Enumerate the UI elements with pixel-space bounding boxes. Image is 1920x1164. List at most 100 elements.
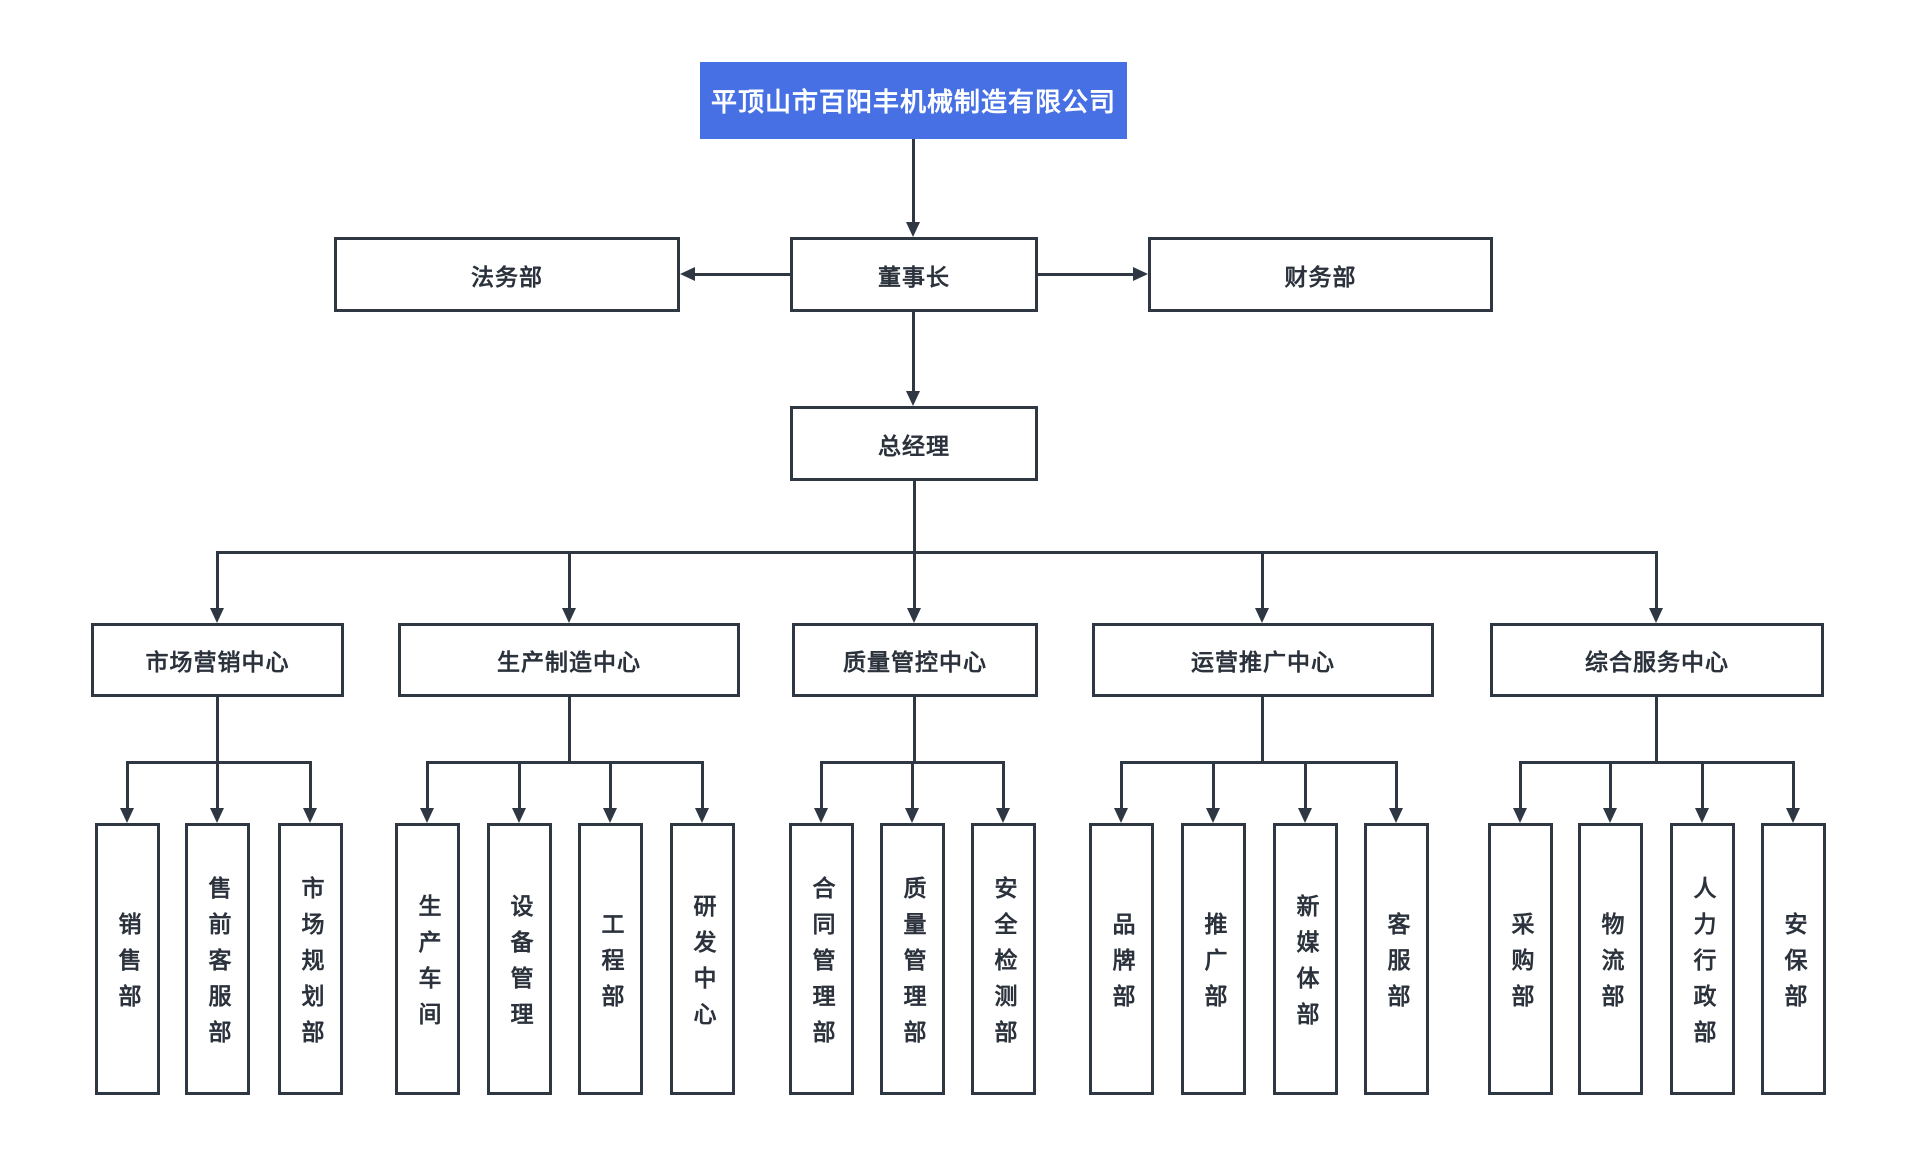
connector-line [1261, 551, 1264, 608]
connector-line [1002, 761, 1005, 808]
connector-line [1212, 761, 1215, 808]
node-center-services: 综合服务中心 [1490, 623, 1824, 697]
connector-line [216, 551, 1658, 554]
arrowhead-icon [907, 608, 921, 623]
connector-line [1655, 551, 1658, 608]
connector-line [568, 551, 571, 608]
node-center-quality: 质量管控中心 [792, 623, 1038, 697]
node-center-production: 生产制造中心 [398, 623, 740, 697]
node-dept-hr-admin: 人力行政部 [1670, 823, 1735, 1095]
arrowhead-icon [1114, 808, 1128, 823]
arrowhead-icon [1786, 808, 1800, 823]
node-dept-customer-service: 客服部 [1364, 823, 1429, 1095]
connector-line [695, 273, 790, 276]
node-finance-dept: 财务部 [1148, 237, 1493, 312]
dept-label: 工程部 [598, 911, 624, 1020]
dept-label: 质量管理部 [900, 875, 926, 1056]
arrowhead-icon [1695, 808, 1709, 823]
arrowhead-icon [1298, 808, 1312, 823]
arrowhead-icon [603, 808, 617, 823]
connector-line [1120, 761, 1123, 808]
arrowhead-icon [906, 222, 920, 237]
arrowhead-icon [814, 808, 828, 823]
node-dept-safety-inspection: 安全检测部 [971, 823, 1036, 1095]
arrowhead-icon [695, 808, 709, 823]
node-dept-sales: 销售部 [95, 823, 160, 1095]
node-dept-brand: 品牌部 [1089, 823, 1154, 1095]
connector-line [912, 312, 915, 391]
dept-label: 安保部 [1781, 911, 1807, 1020]
arrowhead-icon [512, 808, 526, 823]
connector-line [126, 761, 129, 808]
node-dept-new-media: 新媒体部 [1273, 823, 1338, 1095]
connector-line [216, 551, 219, 608]
dept-label: 新媒体部 [1293, 893, 1319, 1038]
node-general-manager: 总经理 [790, 406, 1038, 481]
node-dept-security: 安保部 [1761, 823, 1826, 1095]
dept-label: 设备管理 [507, 893, 533, 1038]
arrowhead-icon [303, 808, 317, 823]
node-legal-dept: 法务部 [334, 237, 680, 312]
arrowhead-icon [1255, 608, 1269, 623]
node-dept-purchasing: 采购部 [1488, 823, 1553, 1095]
dept-label: 安全检测部 [991, 875, 1017, 1056]
dept-label: 市场规划部 [298, 875, 324, 1056]
node-dept-market-planning: 市场规划部 [278, 823, 343, 1095]
node-dept-presales-service: 售前客服部 [185, 823, 250, 1095]
connector-line [913, 551, 916, 608]
connector-line [820, 761, 823, 808]
arrowhead-icon [1133, 267, 1148, 281]
node-chairman: 董事长 [790, 237, 1038, 312]
connector-line [701, 761, 704, 808]
node-dept-production-workshop: 生产车间 [395, 823, 460, 1095]
connector-line [1792, 761, 1795, 808]
dept-label: 采购部 [1508, 911, 1534, 1020]
dept-label: 生产车间 [415, 893, 441, 1038]
connector-line [1261, 697, 1264, 761]
arrowhead-icon [210, 808, 224, 823]
connector-line [216, 761, 219, 808]
node-dept-equipment-mgmt: 设备管理 [487, 823, 552, 1095]
dept-label: 品牌部 [1109, 911, 1135, 1020]
arrowhead-icon [1206, 808, 1220, 823]
connector-line [1519, 761, 1795, 764]
connector-line [1701, 761, 1704, 808]
arrowhead-icon [996, 808, 1010, 823]
connector-line [1038, 273, 1133, 276]
dept-label: 人力行政部 [1690, 875, 1716, 1056]
connector-line [609, 761, 612, 808]
connector-line [1609, 761, 1612, 808]
arrowhead-icon [1603, 808, 1617, 823]
connector-line [426, 761, 429, 808]
node-dept-rnd-center: 研发中心 [670, 823, 735, 1095]
node-dept-engineering: 工程部 [578, 823, 643, 1095]
arrowhead-icon [420, 808, 434, 823]
arrowhead-icon [562, 608, 576, 623]
dept-label: 合同管理部 [809, 875, 835, 1056]
connector-line [913, 697, 916, 761]
dept-label: 销售部 [115, 911, 141, 1020]
arrowhead-icon [680, 267, 695, 281]
dept-label: 研发中心 [690, 893, 716, 1038]
arrowhead-icon [1649, 608, 1663, 623]
connector-line [1655, 697, 1658, 761]
node-center-marketing: 市场营销中心 [91, 623, 344, 697]
connector-line [216, 697, 219, 761]
arrowhead-icon [120, 808, 134, 823]
arrowhead-icon [906, 391, 920, 406]
connector-line [1395, 761, 1398, 808]
connector-line [911, 761, 914, 808]
connector-line [1120, 761, 1398, 764]
node-dept-logistics: 物流部 [1578, 823, 1643, 1095]
dept-label: 物流部 [1598, 911, 1624, 1020]
node-company-root: 平顶山市百阳丰机械制造有限公司 [700, 62, 1127, 139]
node-dept-contract-mgmt: 合同管理部 [789, 823, 854, 1095]
connector-line [913, 481, 916, 551]
arrowhead-icon [1389, 808, 1403, 823]
connector-line [1304, 761, 1307, 808]
arrowhead-icon [905, 808, 919, 823]
connector-line [309, 761, 312, 808]
connector-line [426, 761, 704, 764]
node-dept-promotion: 推广部 [1181, 823, 1246, 1095]
